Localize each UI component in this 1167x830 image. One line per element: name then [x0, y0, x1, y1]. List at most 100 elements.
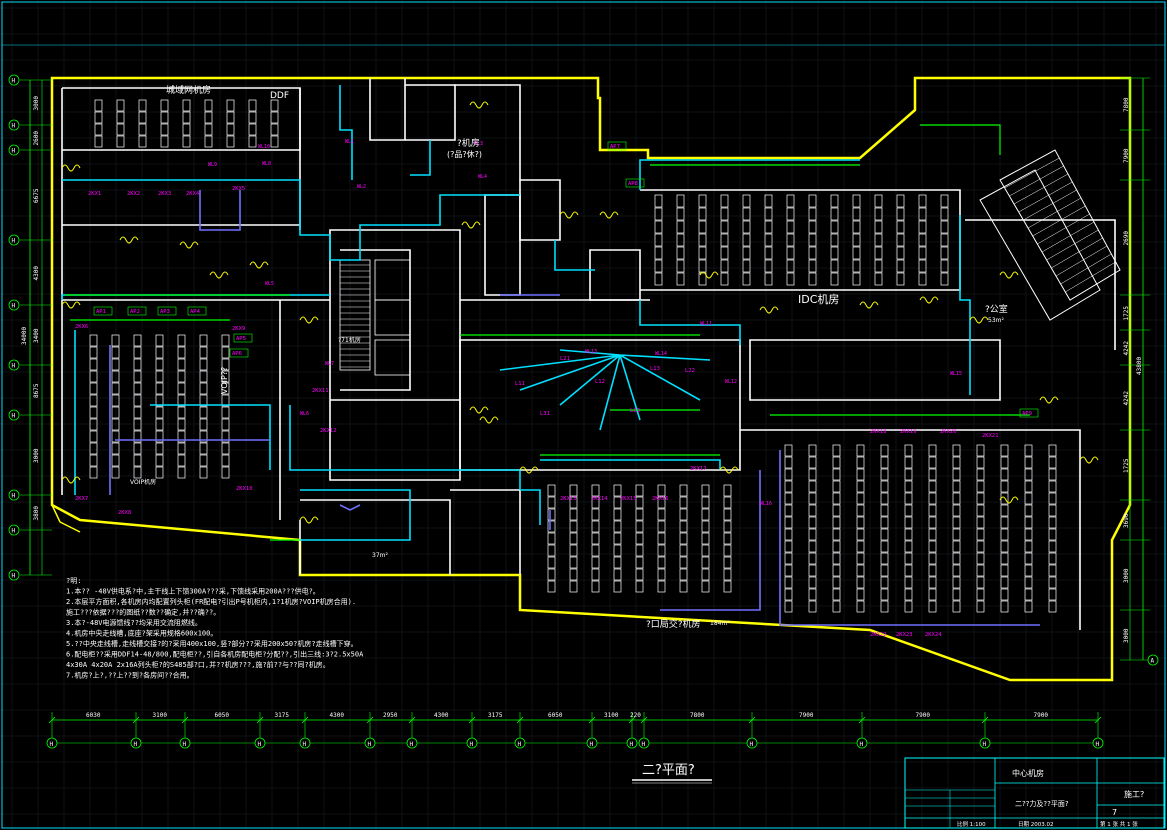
rack: [248, 111, 257, 124]
rack: [952, 468, 961, 481]
dimension-value: 220: [630, 712, 641, 719]
rack: [111, 442, 120, 455]
room-label-metro: 城域网机房: [166, 84, 211, 96]
feeder-tag: WL8: [262, 161, 271, 167]
rack: [952, 456, 961, 469]
rack: [874, 220, 883, 234]
cable-tag: 2KX19: [900, 429, 917, 435]
rack: [221, 382, 230, 395]
rack: [679, 580, 688, 593]
rack: [89, 358, 98, 371]
rack: [940, 194, 949, 208]
rack: [547, 508, 556, 521]
rack: [133, 466, 142, 479]
rack: [830, 272, 839, 286]
breaker-marker: [119, 236, 139, 244]
rack: [856, 528, 865, 541]
breaker-marker: [299, 316, 319, 324]
rack: [952, 588, 961, 601]
cable-trays: [61, 85, 971, 541]
rack: [221, 454, 230, 467]
note-line: 4x30A 4x20A 2x16A列头柜?的S485部?口,并??机房???,施…: [66, 660, 330, 669]
panel-tag: AP3: [160, 309, 170, 315]
drawing-title: 二?平面?: [642, 763, 695, 778]
rack: [177, 454, 186, 467]
rack: [204, 99, 213, 112]
rack: [199, 370, 208, 383]
axis-bubble: [1147, 654, 1159, 666]
rack: [928, 468, 937, 481]
rack: [856, 600, 865, 613]
rack: [676, 259, 685, 273]
note-line: 6.配电柜??采用DDF14-48/800,配电柜??,引自各机房配电柜?分配?…: [66, 650, 364, 659]
rack: [133, 334, 142, 347]
rack: [155, 358, 164, 371]
rack: [569, 484, 578, 497]
rack: [1024, 504, 1033, 517]
rack: [928, 576, 937, 589]
panel-tag: AP4: [190, 309, 201, 315]
title-block-date: 日期 2003.02: [1018, 821, 1054, 828]
rack: [856, 552, 865, 565]
panel-tag: AP8: [628, 181, 638, 187]
rack: [569, 544, 578, 557]
dimension-value: 2690: [1123, 231, 1130, 246]
rack: [679, 496, 688, 509]
breaker-marker: [599, 211, 619, 219]
rack: [221, 430, 230, 443]
rack: [613, 496, 622, 509]
rack: [808, 233, 817, 247]
rack: [199, 394, 208, 407]
rack: [177, 346, 186, 359]
rack: [679, 520, 688, 533]
rack: [177, 466, 186, 479]
rack: [723, 532, 732, 545]
rack: [976, 480, 985, 493]
rack: [976, 540, 985, 553]
axis-bubble: [8, 524, 20, 536]
axis-label: H: [642, 741, 646, 748]
rack: [654, 207, 663, 221]
rack: [177, 382, 186, 395]
rack: [155, 334, 164, 347]
rack: [808, 207, 817, 221]
light-tag: L31: [540, 411, 550, 417]
rack: [904, 444, 913, 457]
rack: [613, 556, 622, 569]
title-block-scale: 比例 1:100: [957, 820, 986, 828]
light-tag: L22: [685, 368, 695, 374]
rack: [1048, 468, 1057, 481]
rack: [874, 233, 883, 247]
rack: [723, 568, 732, 581]
rack: [808, 480, 817, 493]
rack: [654, 220, 663, 234]
rack: [547, 520, 556, 533]
cable-tag: 2KX8: [118, 510, 131, 516]
rack: [918, 220, 927, 234]
feeder-tag: WL1: [345, 139, 354, 145]
rack: [1024, 564, 1033, 577]
rack: [89, 454, 98, 467]
cable-tag: 2KX21: [982, 433, 999, 439]
axis-label: H: [183, 741, 187, 748]
dimension-value: 6030: [86, 712, 101, 719]
title-block-sheet-no: 7: [1112, 808, 1117, 817]
rack: [701, 508, 710, 521]
rack: [784, 540, 793, 553]
rack: [635, 580, 644, 593]
dimension-value: 3175: [275, 712, 290, 719]
rack: [547, 556, 556, 569]
axis-label: H: [12, 573, 16, 580]
rack: [698, 246, 707, 260]
rack: [808, 552, 817, 565]
dimension-value: 4300: [434, 712, 449, 719]
rack: [742, 233, 751, 247]
rack: [786, 233, 795, 247]
rack: [591, 520, 600, 533]
rack: [1000, 552, 1009, 565]
rack: [904, 492, 913, 505]
rack: [742, 272, 751, 286]
walls: [61, 78, 1116, 630]
rack: [918, 233, 927, 247]
rack: [89, 334, 98, 347]
